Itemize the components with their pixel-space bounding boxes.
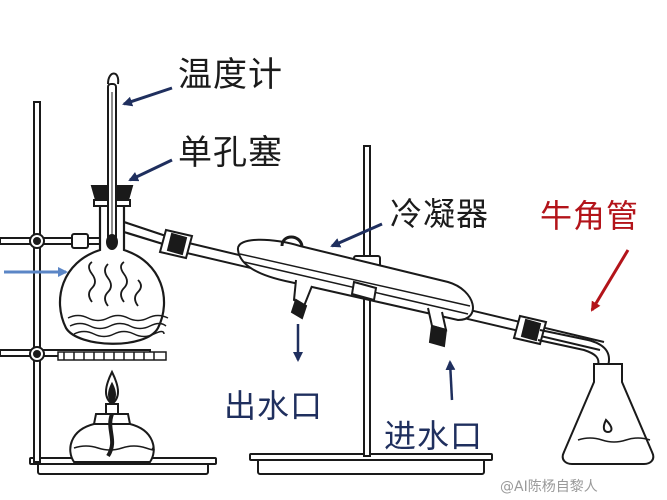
thermometer-label: 温度计 — [178, 55, 283, 95]
thermometer — [106, 72, 120, 250]
distillation-flask — [58, 190, 179, 345]
wire-gauze — [57, 351, 167, 361]
condenser — [158, 228, 605, 351]
condenser-joint-right — [512, 314, 548, 346]
condenser-joint-left — [158, 228, 194, 260]
receiving-flask — [561, 363, 655, 465]
water-outlet-label: 出水口 — [224, 387, 324, 425]
adapter-label: 牛角管 — [540, 197, 640, 235]
alcohol-lamp — [69, 369, 155, 463]
stopper-label: 单孔塞 — [178, 133, 283, 173]
thermometer-pointer-arrow — [122, 86, 173, 107]
watermark-text: @AI陈杨自黎人 — [500, 479, 598, 495]
water-inlet-label: 进水口 — [384, 417, 484, 455]
adapter-pointer-arrow — [590, 249, 630, 312]
stopper-pointer-arrow — [128, 158, 173, 182]
condenser-pointer-arrow — [330, 222, 383, 248]
inlet-flow-arrow — [445, 360, 456, 401]
condenser-label: 冷凝器 — [390, 195, 490, 233]
middle-iron-stand — [249, 145, 493, 475]
